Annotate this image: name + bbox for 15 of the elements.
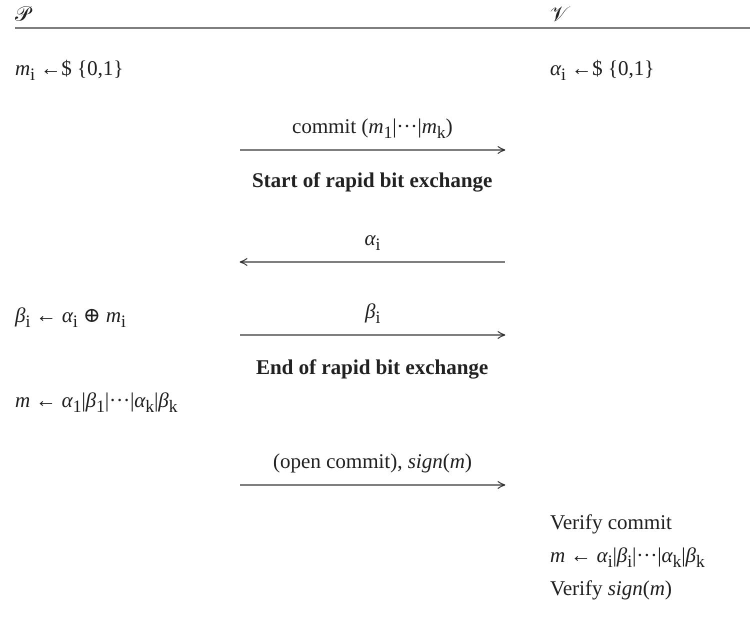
math-expression: α$_{i}$ ←$ {0,1} xyxy=(550,56,654,86)
section-heading: End of rapid bit exchange xyxy=(256,355,488,380)
math-expression: m ← α$_{i}$|β$_{i}$|···|α$_{k}$|β$_{k}$ xyxy=(550,543,705,572)
message-label: commit (m$_{1}$|···|m$_{k}$) xyxy=(292,114,453,144)
participant-label: 𝒱 xyxy=(550,2,568,28)
step-text: Verify commit xyxy=(550,510,672,536)
section-heading: Start of rapid bit exchange xyxy=(252,168,492,194)
message-label: α$_{i}$ xyxy=(364,226,380,256)
step-text: Verify sign(m) xyxy=(550,576,672,602)
math-expression: β$_{i}$ ← α$_{i}$ ⊕ m$_{i}$ xyxy=(15,303,126,332)
participant-label: 𝒫 xyxy=(15,2,30,28)
math-expression: m$_{i}$ ←$ {0,1} xyxy=(15,56,124,86)
message-label: β$_{i}$ xyxy=(365,299,380,328)
math-expression: m ← α$_{1}$|β$_{1}$|···|α$_{k}$|β$_{k}$ xyxy=(15,388,178,418)
message-label: (open commit), sign(m) xyxy=(273,449,472,474)
